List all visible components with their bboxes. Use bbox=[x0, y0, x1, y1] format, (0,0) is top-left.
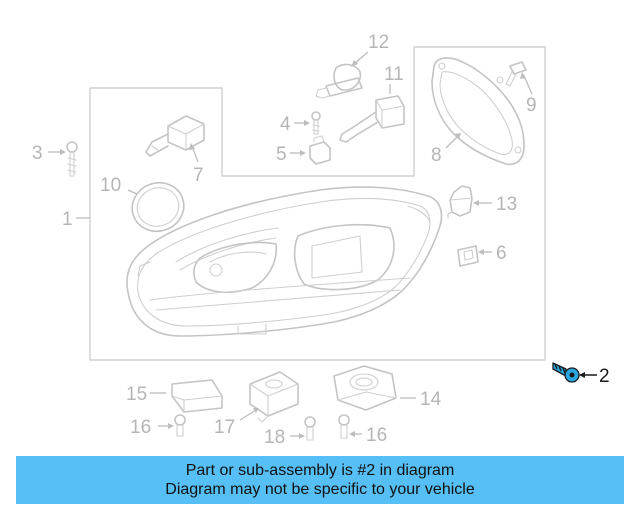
headlamp-assembly bbox=[126, 186, 443, 337]
callout-8: 8 bbox=[431, 145, 442, 166]
callout-14: 14 bbox=[420, 389, 442, 410]
seal-ring-part-10 bbox=[127, 181, 185, 233]
clip-part-6 bbox=[457, 245, 492, 267]
callout-9: 9 bbox=[526, 95, 537, 116]
bulb-socket-part-7 bbox=[145, 115, 205, 163]
callout-5: 5 bbox=[276, 144, 287, 165]
ballast-part-17 bbox=[239, 371, 299, 423]
cover-part-8 bbox=[431, 57, 525, 166]
callout-2: 2 bbox=[599, 366, 610, 387]
callout-15: 15 bbox=[126, 384, 147, 405]
callout-7: 7 bbox=[193, 165, 204, 186]
screw-part-16b bbox=[338, 414, 362, 439]
callout-3: 3 bbox=[32, 143, 43, 164]
xenon-bulb-part-11 bbox=[339, 84, 405, 143]
module-part-14 bbox=[333, 365, 416, 411]
callout-13: 13 bbox=[496, 194, 517, 215]
assembly-outline bbox=[89, 46, 546, 361]
callout-16-right: 16 bbox=[366, 425, 387, 446]
callout-18: 18 bbox=[264, 427, 285, 448]
callout-11: 11 bbox=[384, 64, 404, 85]
banner-line-1: Part or sub-assembly is #2 in diagram bbox=[185, 462, 455, 479]
screw-part-18 bbox=[290, 416, 316, 441]
screw-part-3 bbox=[48, 141, 78, 177]
callout-4: 4 bbox=[280, 114, 291, 135]
info-banner: Part or sub-assembly is #2 in diagram Di… bbox=[16, 456, 624, 504]
bulb-part-12 bbox=[315, 51, 369, 99]
screw-part-9 bbox=[505, 61, 533, 95]
screw-part-4 bbox=[294, 111, 321, 135]
clip-part-5 bbox=[290, 135, 331, 165]
callout-12: 12 bbox=[368, 32, 389, 53]
callout-1: 1 bbox=[62, 209, 73, 230]
bracket-part-13 bbox=[447, 185, 492, 219]
module-part-15 bbox=[150, 379, 223, 413]
callout-17: 17 bbox=[214, 417, 235, 438]
screw-part-16a bbox=[158, 414, 186, 437]
bolt-part-2 bbox=[552, 362, 597, 383]
callout-16-left: 16 bbox=[130, 417, 151, 438]
banner-line-2: Diagram may not be specific to your vehi… bbox=[165, 481, 475, 498]
callout-6: 6 bbox=[496, 243, 507, 264]
callout-10: 10 bbox=[100, 175, 121, 196]
